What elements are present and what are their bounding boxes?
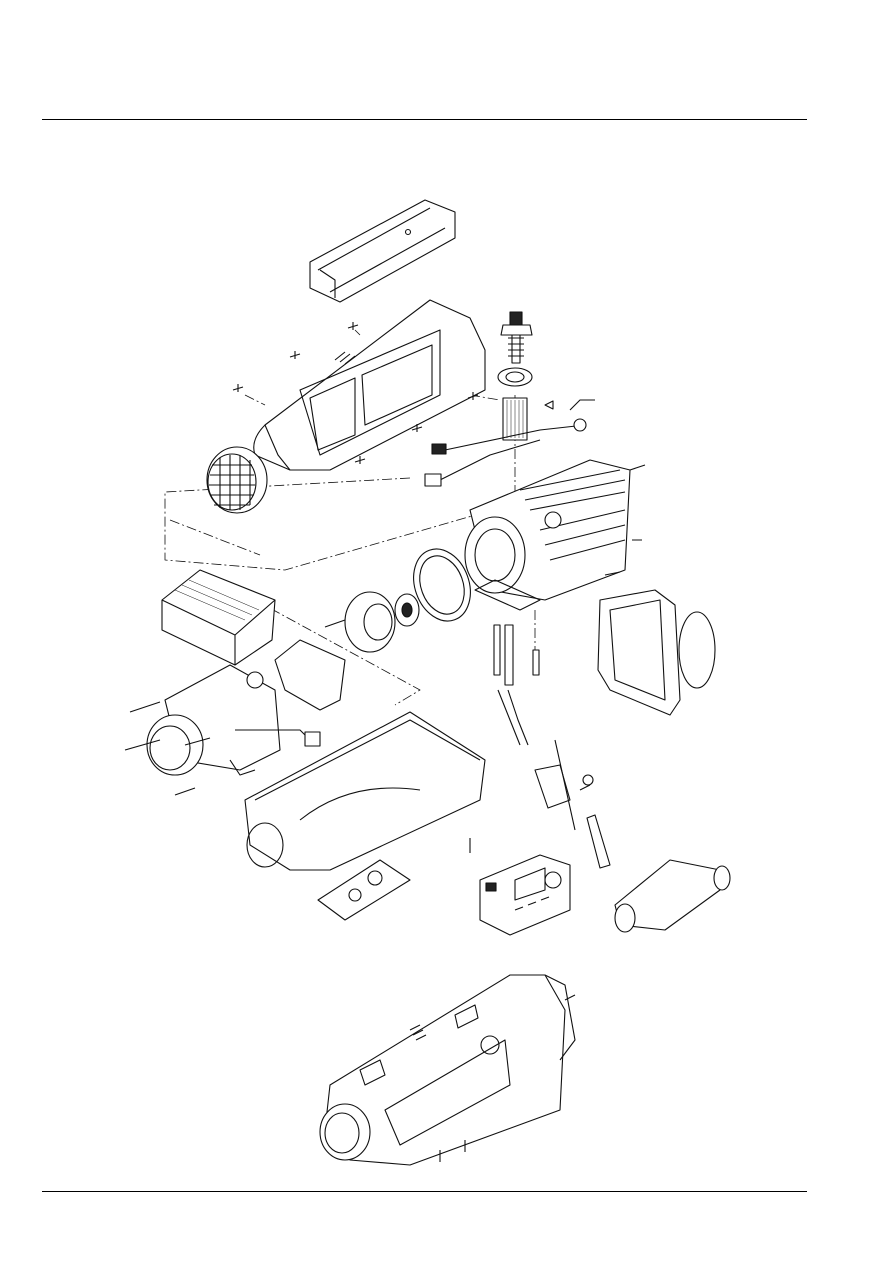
assembly-line <box>244 329 536 650</box>
seal-ring <box>497 367 533 387</box>
assembled-heater <box>319 974 576 1166</box>
blower-motor <box>146 664 321 776</box>
lower-housing <box>244 711 486 871</box>
top-cover <box>309 199 456 303</box>
footer-rule <box>42 1191 807 1192</box>
glow-plug <box>500 311 533 364</box>
gasket <box>413 548 471 622</box>
fuel-pipe <box>497 689 529 746</box>
base-gasket <box>317 859 411 921</box>
exhaust-silencer <box>614 859 731 933</box>
header-rule <box>42 119 807 120</box>
heat-exchanger <box>464 459 646 611</box>
upper-housing <box>253 299 486 471</box>
glow-screen <box>502 397 528 441</box>
studs <box>493 624 540 686</box>
push-clips <box>232 322 479 464</box>
combustion-disc <box>344 591 420 653</box>
control-unit <box>161 569 276 666</box>
fuel-pump <box>534 739 611 869</box>
assembly-line <box>169 519 421 706</box>
blower-gasket <box>274 639 346 711</box>
screws <box>124 619 471 853</box>
air-intake-grille <box>206 446 268 514</box>
controller <box>479 854 571 936</box>
wiring-harness <box>424 399 595 487</box>
outlet-hood <box>597 589 716 716</box>
